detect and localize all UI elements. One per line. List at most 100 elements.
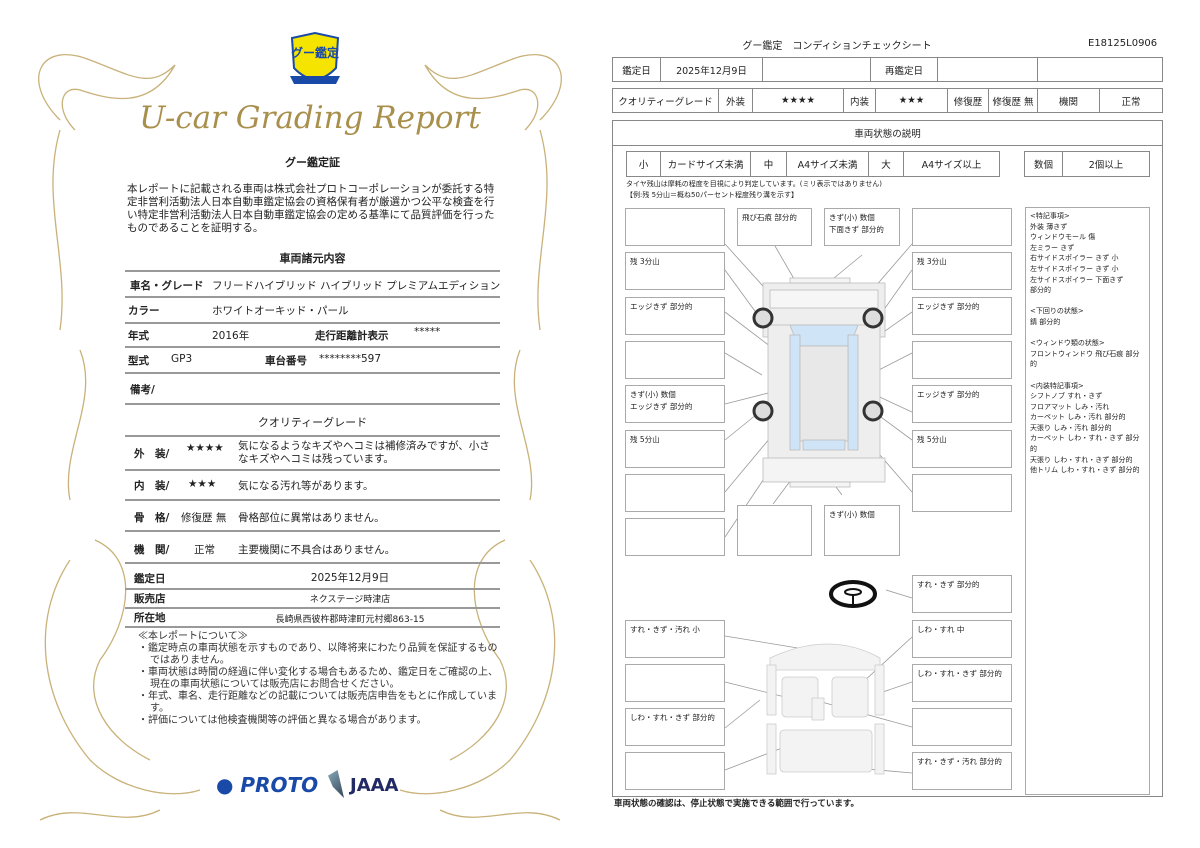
grade-desc: 気になる汚れ等があります。 (238, 480, 374, 492)
interior-box: しわ・すれ・きず 部分的 (912, 664, 1012, 702)
car-diagram (724, 243, 913, 775)
legend-large: 大 (868, 151, 904, 177)
name-label: 車名・グレード (130, 280, 204, 292)
grade-desc: 主要機関に不具合はありません。 (238, 544, 396, 556)
damage-box (737, 505, 812, 556)
steering-wheel-icon (829, 580, 877, 608)
cert-text: 本レポートに記載される車両は株式会社プロトコーポレーションが委託する特定非営利活… (127, 183, 495, 234)
repair: 修復歴 無 (988, 88, 1038, 113)
report-notes: ≪本レポートについて≫ ・鑑定時点の車両状態を示すものであり、以降将来にわたり品… (138, 631, 498, 727)
sheet-code: E18125L0906 (1088, 38, 1158, 49)
car-top-view (762, 277, 886, 488)
model-label: 型式 (128, 355, 149, 367)
interior-box (912, 708, 1012, 746)
blank-cell (762, 57, 871, 82)
car-year: 2016年 (212, 330, 250, 342)
tire-note: タイヤ残山は摩耗の程度を目視により判定しています。(ミリ表示ではありません) (626, 180, 882, 188)
interior-box: すれ・きず 部分的 (912, 575, 1012, 613)
grade-desc: 骨格部位に異常はありません。 (238, 512, 385, 524)
redate (937, 57, 1038, 82)
damage-box: エッジきず 部分的 (625, 297, 725, 335)
damage-box: エッジきず 部分的 (912, 385, 1012, 423)
engine-label: 機関 (1037, 88, 1100, 113)
damage-box (912, 208, 1012, 246)
legend-medium-desc: A4サイズ未満 (786, 151, 869, 177)
year-label: 年式 (128, 330, 149, 342)
interior-box: すれ・きず・汚れ 小 (625, 620, 725, 658)
note-item: ・鑑定時点の車両状態を示すものであり、以降将来にわたり品質を保証するものではあり… (138, 643, 498, 666)
damage-box: エッジきず 部分的 (912, 297, 1012, 335)
grade-value: 修復歴 無 (181, 512, 227, 524)
sheet-title: グー鑑定 コンディションチェックシート (742, 41, 932, 52)
interior-box (625, 752, 725, 790)
tire-icons (752, 307, 884, 422)
legend-small: 小 (626, 151, 661, 177)
damage-box: 残 5分山 (625, 430, 725, 468)
damage-box (625, 474, 725, 512)
model: GP3 (171, 353, 193, 365)
repair-label: 修復歴 (947, 88, 989, 113)
car-name: フリードハイブリッド ハイブリッド プレミアムエディション (212, 280, 501, 292)
damage-box: きず(小) 数個 (824, 505, 900, 556)
grade-value: 正常 (194, 544, 215, 556)
damage-box: 飛び石痕 部分的 (737, 208, 812, 246)
grade-value: ★★★ (188, 478, 217, 490)
grade-label: クオリティーグレード (612, 88, 719, 113)
address-label: 所在地 (134, 612, 166, 624)
proto-logo: ● PROTO (216, 773, 319, 797)
mileage-label: 走行距離計表示 (315, 330, 389, 342)
note-item: ・車両状態は時間の経過に伴い変化する場合もあるため、鑑定日をご確認の上、現在の車… (138, 667, 498, 690)
grade-value: ★★★★ (186, 442, 224, 454)
interior-box (625, 664, 725, 702)
remarks-label: 備考/ (130, 384, 155, 396)
mileage: ***** (414, 326, 441, 338)
interior-box: しわ・すれ・きず 部分的 (625, 708, 725, 746)
ext-label: 外装 (718, 88, 753, 113)
tire-example: 【例:残 5分山＝概ね50パーセント程度残り溝を示す】 (626, 191, 798, 199)
legend-small-desc: カードサイズ未満 (660, 151, 751, 177)
address: 長崎県西彼杵郡時津町元村郷863-15 (275, 615, 425, 625)
damage-box: きず(小) 数個 エッジきず 部分的 (625, 385, 725, 423)
interior-box: すれ・きず・汚れ 部分的 (912, 752, 1012, 790)
damage-box (625, 208, 725, 246)
date: 2025年12月9日 (660, 57, 763, 82)
logo-text: グー鑑定 (290, 46, 339, 60)
damage-box (625, 518, 725, 556)
count-desc: 2個以上 (1062, 151, 1150, 177)
chassis-label: 車台番号 (265, 355, 307, 367)
damage-box: 残 3分山 (912, 252, 1012, 290)
damage-box: 残 5分山 (912, 430, 1012, 468)
date-label: 鑑定日 (134, 573, 166, 585)
gold-ornament-frame (38, 54, 562, 821)
note-item: ・評価については他検査機関等の評価と異なる場合があります。 (138, 715, 427, 726)
legend-large-desc: A4サイズ以上 (903, 151, 1000, 177)
redate-label: 再鑑定日 (870, 57, 938, 82)
proto-logo-text: PROTO (240, 773, 319, 797)
date-label: 鑑定日 (612, 57, 661, 82)
grade-label: 機 関/ (134, 544, 170, 556)
car-interior-view (766, 643, 885, 775)
damage-box (625, 341, 725, 379)
grade-label: 内 装/ (134, 480, 170, 492)
int-label: 内装 (843, 88, 876, 113)
damage-box: きず(小) 数個 下面きず 部分的 (824, 208, 900, 246)
legend-medium: 中 (750, 151, 787, 177)
jaaa-logo: JAAA (350, 775, 399, 796)
note-item: ・年式、車名、走行距離などの記載については販売店申告をもとに作成しています。 (138, 691, 497, 714)
damage-box (912, 341, 1012, 379)
special-notes: <特記事項> 外装 薄きず ウィンドウモール 傷 左ミラー きず 右サイドスポイ… (1025, 207, 1150, 795)
section-title: 車両状態の説明 (612, 120, 1163, 146)
shop-label: 販売店 (134, 593, 166, 605)
date: 2025年12月9日 (310, 572, 390, 584)
grade-desc: 気になるようなキズやヘコミは補修済みですが、小さなキズやヘコミは残っています。 (238, 440, 490, 465)
notes-title: ≪本レポートについて≫ (138, 631, 248, 642)
count-label: 数個 (1024, 151, 1063, 177)
footer-note: 車両状態の確認は、停止状態で実施できる範囲で行っています。 (614, 799, 860, 809)
color-label: カラー (128, 305, 160, 317)
damage-box (912, 474, 1012, 512)
int-rating: ★★★ (875, 88, 948, 113)
grade-label: 外 装/ (134, 448, 170, 460)
grade-title: クオリティーグレード (257, 416, 368, 429)
cert-title: グー鑑定証 (285, 156, 340, 169)
ext-rating: ★★★★ (752, 88, 844, 113)
